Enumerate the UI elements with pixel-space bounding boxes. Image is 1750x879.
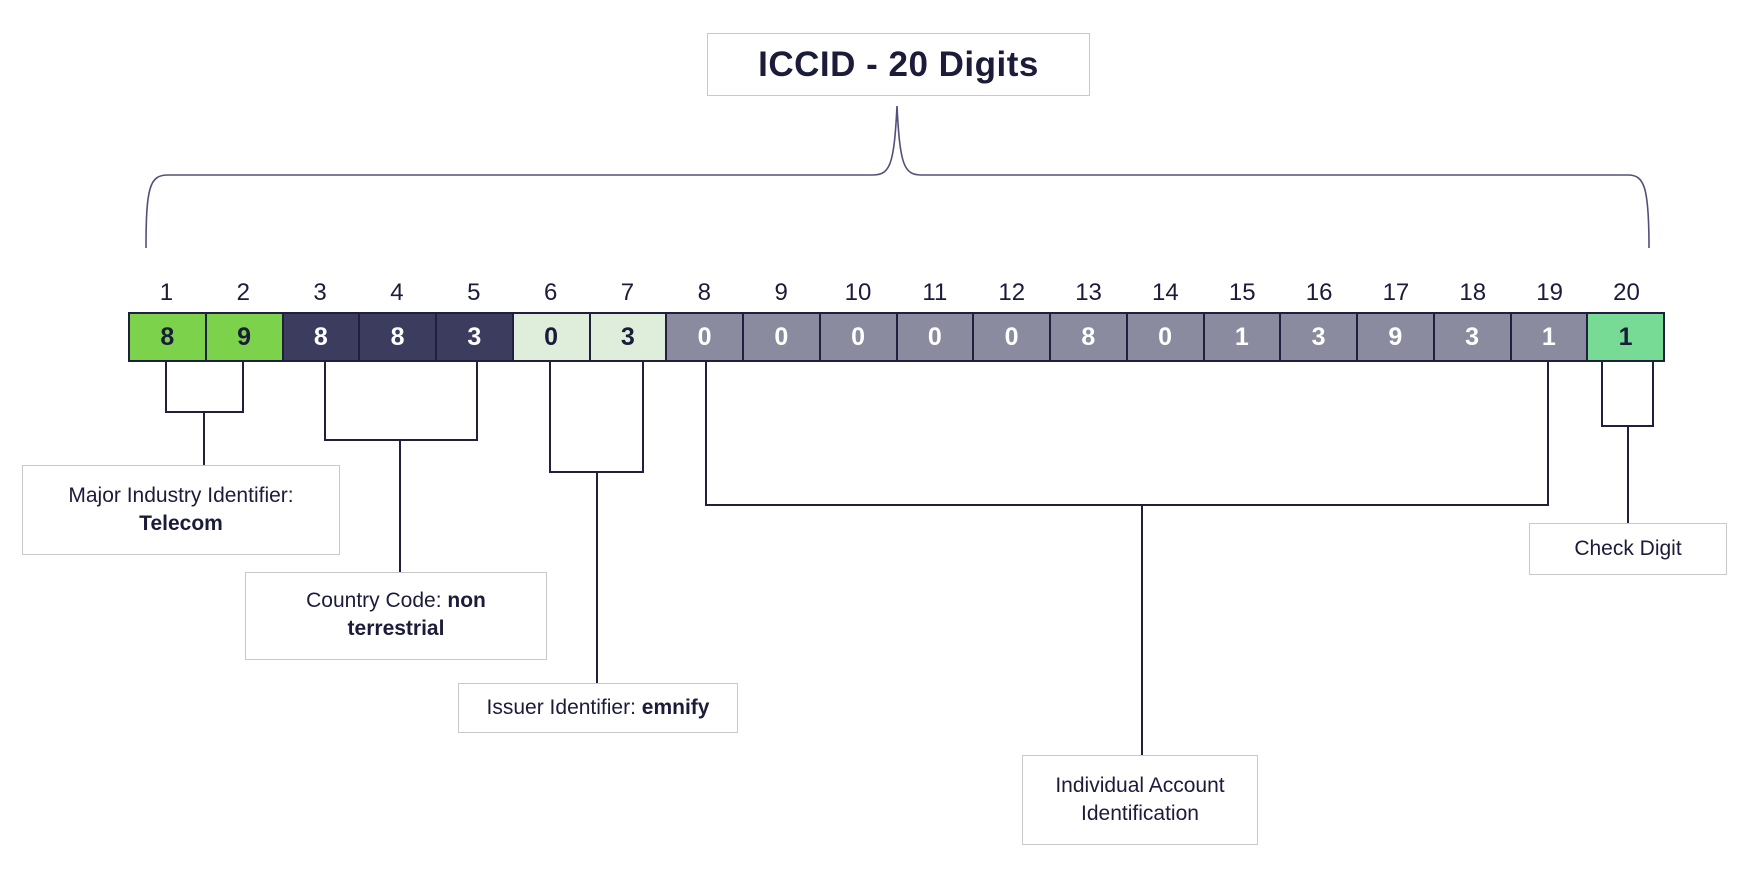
digit-cell: 0	[666, 313, 743, 361]
digit-cell: 9	[1357, 313, 1434, 361]
connector-account	[705, 362, 1549, 756]
position-label: 14	[1152, 278, 1179, 306]
connector-country	[324, 362, 478, 573]
connector-check	[1601, 362, 1654, 524]
digit-cell: 3	[1433, 313, 1511, 361]
digit-cell: 3	[589, 313, 667, 361]
position-label: 3	[313, 278, 327, 306]
callout-value: non terrestrial	[347, 589, 486, 641]
connector-mii	[165, 362, 244, 466]
position-label: 9	[774, 278, 788, 306]
digit-cell: 0	[973, 313, 1050, 361]
diagram-title: ICCID - 20 Digits	[758, 44, 1039, 84]
callout-label: Issuer Identifier:	[486, 695, 642, 719]
position-label: 7	[620, 278, 635, 306]
position-labels-row: 1 2 3 4 5 6 7 8 9 10 11 12 13 14 15 16 1…	[128, 268, 1665, 306]
digit-cell: 0	[1126, 313, 1204, 361]
position-label: 20	[1613, 278, 1640, 306]
position-label: 15	[1228, 278, 1256, 306]
top-brace	[145, 105, 1650, 249]
position-label: 5	[467, 278, 481, 306]
position-label: 17	[1382, 278, 1410, 306]
callout-label: Check Digit	[1574, 536, 1682, 560]
position-label: 12	[998, 278, 1026, 306]
digit-cell: 0	[819, 313, 897, 361]
digit-cell: 1	[1587, 313, 1664, 361]
callout-individual-account-identification: Individual Account Identification	[1022, 755, 1258, 845]
digit-cell: 1	[1510, 313, 1588, 361]
position-label: 19	[1536, 278, 1563, 306]
callout-label: Individual Account Identification	[1055, 773, 1225, 825]
connector-issuer	[549, 362, 644, 684]
digit-cell: 0	[896, 313, 974, 361]
callout-label: Major Industry Identifier:	[68, 483, 294, 507]
callout-country-code: Country Code: non terrestrial	[245, 572, 547, 660]
digit-cell: 3	[1280, 313, 1357, 361]
title-box: ICCID - 20 Digits	[707, 33, 1090, 96]
digit-cell: 8	[282, 313, 360, 361]
position-label: 18	[1459, 278, 1487, 306]
position-label: 1	[159, 278, 174, 306]
digit-cell: 3	[436, 313, 513, 361]
callout-check-digit: Check Digit	[1529, 523, 1727, 575]
digit-cell: 9	[205, 313, 283, 361]
digit-cell: 8	[1050, 313, 1127, 361]
position-label: 2	[236, 278, 250, 306]
position-label: 10	[844, 278, 872, 306]
position-label: 4	[390, 278, 404, 306]
position-label: 11	[922, 278, 948, 306]
callout-value: Telecom	[139, 512, 223, 535]
position-label: 8	[697, 278, 711, 306]
position-label: 6	[543, 278, 558, 306]
digit-cell: 0	[512, 313, 590, 361]
digit-cell: 1	[1203, 313, 1281, 361]
callout-issuer-identifier: Issuer Identifier: emnify	[458, 683, 738, 733]
digit-row: 8 9 8 8 3 0 3 0 0 0 0 0 8 0 1 3 9 3 1 1	[128, 312, 1665, 362]
callout-value: emnify	[641, 695, 710, 719]
position-label: 16	[1305, 278, 1333, 306]
digit-cell: 8	[359, 313, 436, 361]
digit-cell: 8	[129, 313, 206, 361]
digit-cell: 0	[743, 313, 820, 361]
position-label: 13	[1075, 278, 1102, 306]
callout-label: Country Code:	[306, 589, 448, 612]
callout-major-industry-identifier: Major Industry Identifier: Telecom	[22, 465, 340, 555]
callout-text: Issuer Identifier: emnify	[487, 694, 710, 722]
